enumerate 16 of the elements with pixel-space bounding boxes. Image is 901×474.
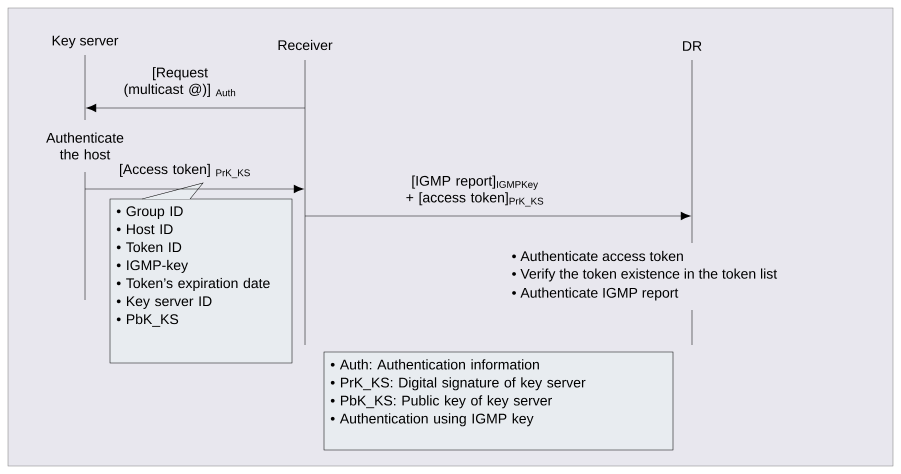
lifeline-label: Receiver xyxy=(278,40,332,50)
legend-box: • Auth: Authentication information • PrK_KS: Digital signature of key server • PbK_KS: Public key of key server • Authentication using IGMP key xyxy=(324,352,674,450)
note-label: Authenticate the host xyxy=(46,132,124,160)
arrow xyxy=(84,184,304,194)
callout-box: • Group ID • Host ID • Token ID • IGMP-key • Token’s expiration date • Key server ID • PbK_KS xyxy=(110,182,292,364)
arrow xyxy=(304,212,691,220)
edge-label: [Access token] $_{PrK_KS}$ xyxy=(120,164,250,178)
arrow xyxy=(86,104,306,112)
edge-label: [IGMP report]$_{IGMPKey}$ + [access token]$_{PrK_KS}$ xyxy=(406,176,544,206)
bullet-note: • Verify the token existence in the token list xyxy=(512,268,778,282)
lifeline-label: DR xyxy=(683,41,702,51)
lifeline xyxy=(304,60,306,346)
bullet-note: • Authenticate IGMP report xyxy=(512,287,678,301)
edge-label: [Request (multicast @)] $_{Auth}$ xyxy=(124,67,236,97)
bullet-note: • Authenticate access token xyxy=(512,250,683,262)
lifeline-label: Key server xyxy=(52,36,118,48)
